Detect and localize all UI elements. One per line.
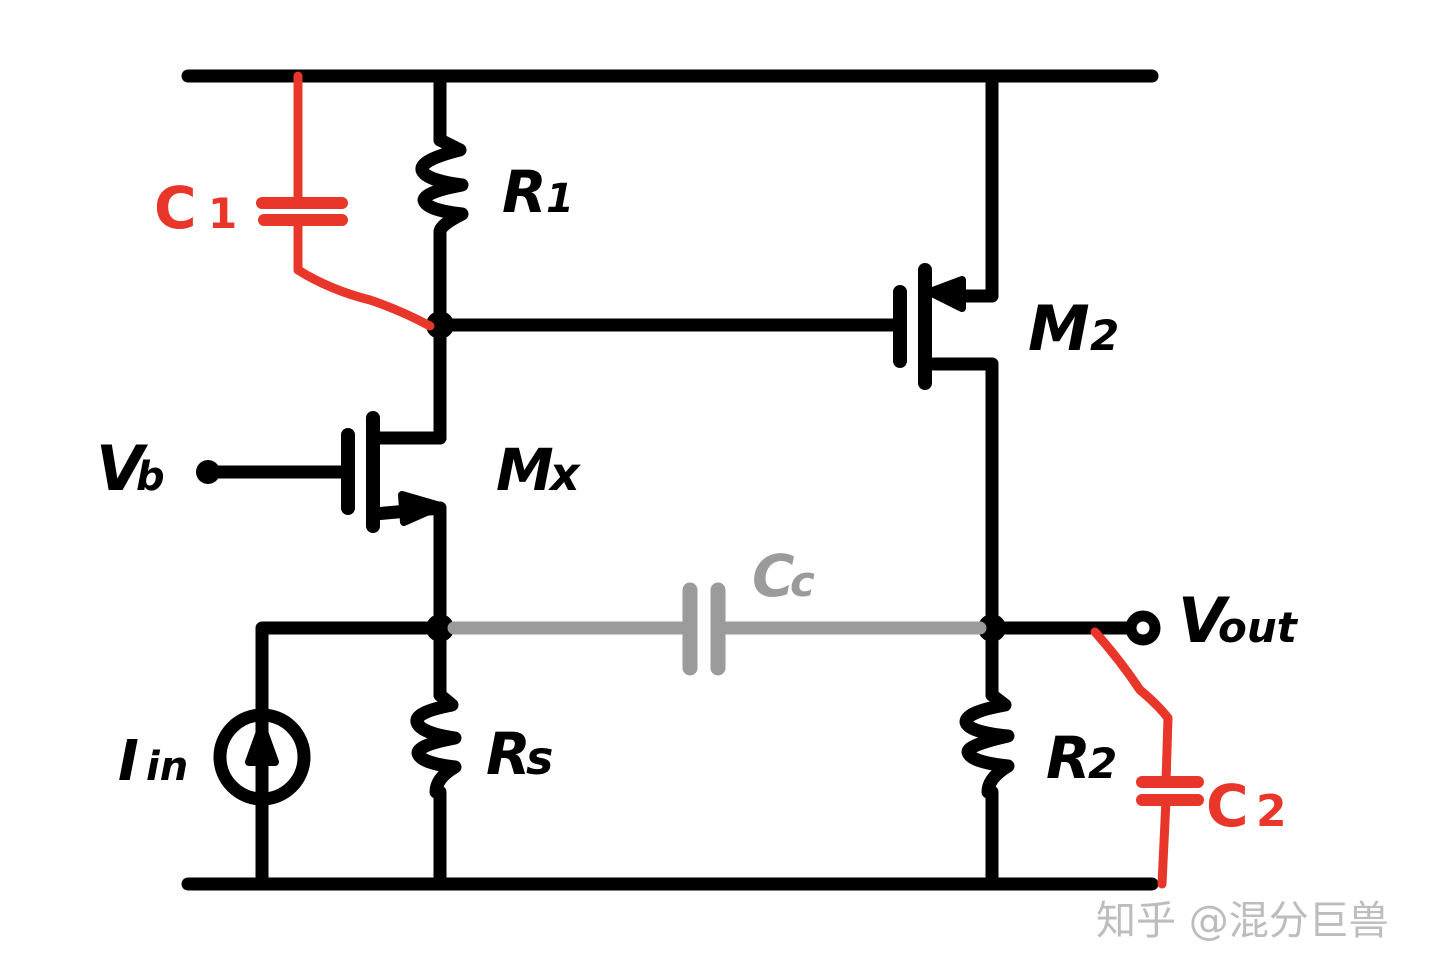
label-c2: C 2 xyxy=(1206,772,1287,840)
svg-text:1: 1 xyxy=(208,189,237,238)
svg-text:I: I xyxy=(118,729,139,794)
svg-text:out: out xyxy=(1218,603,1299,652)
terminal-vb xyxy=(196,460,220,484)
svg-text:R: R xyxy=(1046,724,1091,792)
transistor-mx xyxy=(341,318,447,635)
svg-text:M: M xyxy=(496,436,554,504)
resistor-rs xyxy=(410,621,462,891)
iin-arrow-up-icon xyxy=(245,722,279,766)
svg-text:M: M xyxy=(1028,292,1090,365)
svg-text:c: c xyxy=(790,557,815,606)
svg-text:V: V xyxy=(1178,584,1231,657)
m2-source-arrow xyxy=(926,276,966,312)
resistor-r1 xyxy=(415,69,469,332)
label-vout: V out xyxy=(1178,584,1299,657)
capacitor-c2 xyxy=(1090,627,1204,889)
svg-text:C: C xyxy=(752,542,795,610)
label-m2: M 2 xyxy=(1028,292,1119,365)
svg-text:V: V xyxy=(96,432,149,505)
label-mx: M x xyxy=(496,436,581,504)
label-r2: R 2 xyxy=(1046,724,1117,792)
current-source-iin xyxy=(213,621,447,891)
capacitor-c1 xyxy=(256,71,435,331)
svg-text:s: s xyxy=(526,731,553,785)
label-r1: R 1 xyxy=(502,158,574,226)
label-c1: C 1 xyxy=(154,174,237,242)
label-iin: I in xyxy=(118,729,188,794)
mx-source-arrow xyxy=(398,491,444,526)
svg-text:C: C xyxy=(1206,772,1249,840)
label-rs: R s xyxy=(486,720,553,788)
label-cc: C c xyxy=(752,542,815,610)
svg-text:2: 2 xyxy=(1256,786,1287,837)
resistor-r2 xyxy=(959,621,1015,891)
svg-text:x: x xyxy=(548,447,581,501)
terminal-vout xyxy=(1125,610,1161,646)
svg-text:1: 1 xyxy=(546,176,574,222)
svg-text:2: 2 xyxy=(1090,311,1119,360)
svg-text:2: 2 xyxy=(1088,739,1117,788)
svg-text:in: in xyxy=(146,744,188,790)
svg-text:b: b xyxy=(136,454,165,500)
svg-text:R: R xyxy=(502,158,547,226)
svg-text:R: R xyxy=(486,720,531,788)
label-vb: V b xyxy=(96,432,165,505)
transistor-m2 xyxy=(893,69,999,635)
watermark: 知乎 @混分巨兽 xyxy=(1096,898,1389,944)
svg-text:C: C xyxy=(154,174,197,242)
capacitor-cc xyxy=(447,582,987,676)
